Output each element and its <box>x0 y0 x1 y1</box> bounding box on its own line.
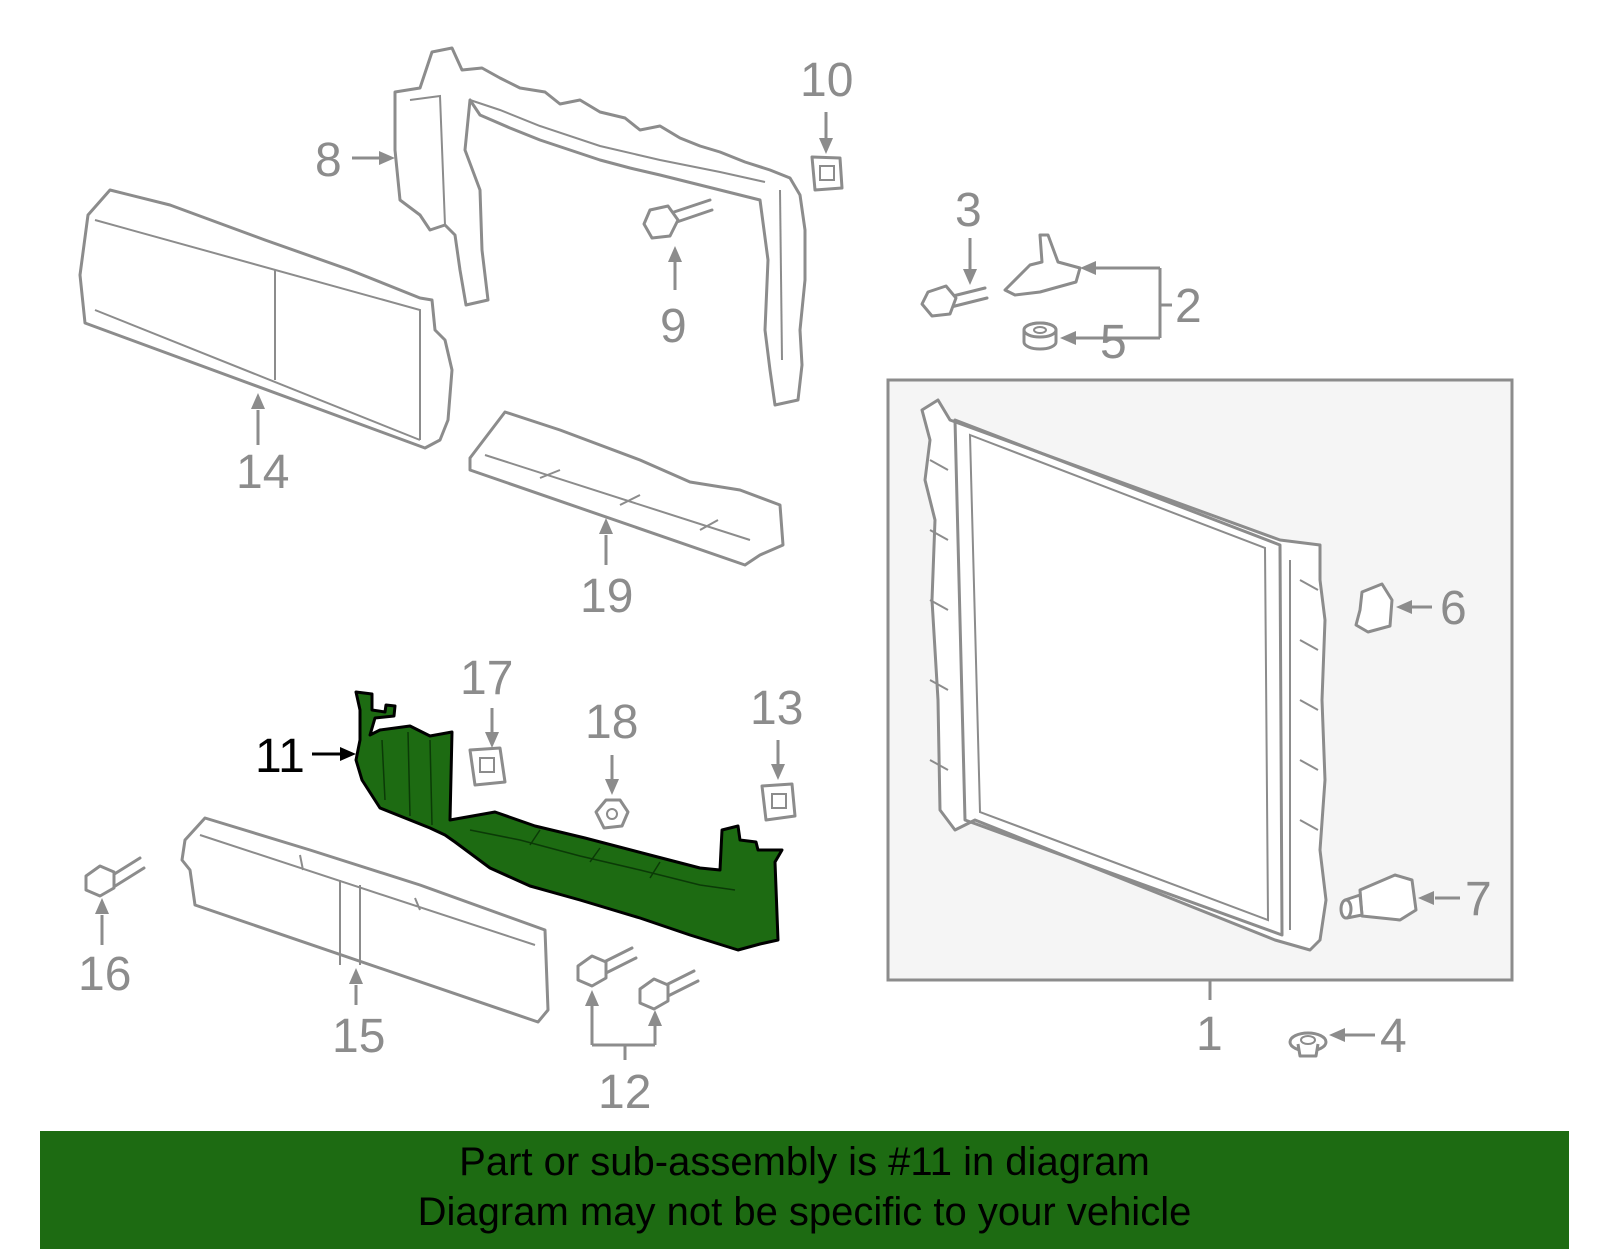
callout-1: 1 <box>1196 1008 1223 1061</box>
part-4-grommet[interactable] <box>1288 1031 1328 1058</box>
callout-18: 18 <box>585 696 638 749</box>
part-2-bracket[interactable] <box>1003 233 1082 297</box>
part-19-deflector[interactable] <box>468 410 785 567</box>
callout-8: 8 <box>315 134 342 187</box>
callout-14: 14 <box>236 446 289 499</box>
callout-11: 11 <box>255 730 305 783</box>
callout-6: 6 <box>1440 582 1467 635</box>
callout-15: 15 <box>332 1010 385 1063</box>
callout-12: 12 <box>598 1066 651 1119</box>
callout-9: 9 <box>660 300 687 353</box>
part-15-lower-panel[interactable] <box>180 816 550 1024</box>
callout-19: 19 <box>580 570 633 623</box>
part-3-bolt[interactable] <box>920 284 989 318</box>
callout-10: 10 <box>800 54 853 107</box>
callout-7: 7 <box>1465 873 1492 926</box>
part-10-nut[interactable] <box>810 155 844 192</box>
part-14-panel[interactable] <box>78 188 454 450</box>
part-12-bolts[interactable] <box>576 946 700 1011</box>
callout-16: 16 <box>78 948 131 1001</box>
banner-line-1: Part or sub-assembly is #11 in diagram <box>459 1140 1150 1184</box>
callout-2: 2 <box>1175 280 1202 333</box>
part-1-radiator[interactable] <box>886 378 1514 982</box>
callout-labels: 8 10 9 3 2 5 14 19 6 7 1 4 17 18 13 11 1… <box>78 54 1492 1119</box>
part-13-nut[interactable] <box>760 782 797 822</box>
part-9-bolt[interactable] <box>642 198 714 240</box>
callout-13: 13 <box>750 682 803 735</box>
part-17-nut[interactable] <box>468 746 507 787</box>
callout-4: 4 <box>1380 1010 1407 1063</box>
callout-3: 3 <box>955 184 982 237</box>
leader-lines <box>95 112 1460 1060</box>
part-18-nut[interactable] <box>594 798 630 830</box>
banner-line-2: Diagram may not be specific to your vehi… <box>417 1190 1192 1234</box>
part-5-grommet[interactable] <box>1022 321 1058 351</box>
part-8-upper-frame[interactable] <box>393 46 807 407</box>
part-16-bolt[interactable] <box>84 856 146 898</box>
callout-17: 17 <box>460 652 513 705</box>
part-6-clip[interactable] <box>1354 582 1394 634</box>
part-7-sensor[interactable] <box>1339 873 1418 922</box>
part-11-air-deflector-highlighted[interactable] <box>354 690 784 952</box>
callout-5: 5 <box>1100 316 1127 369</box>
info-banner: Part or sub-assembly is #11 in diagram D… <box>40 1131 1569 1249</box>
